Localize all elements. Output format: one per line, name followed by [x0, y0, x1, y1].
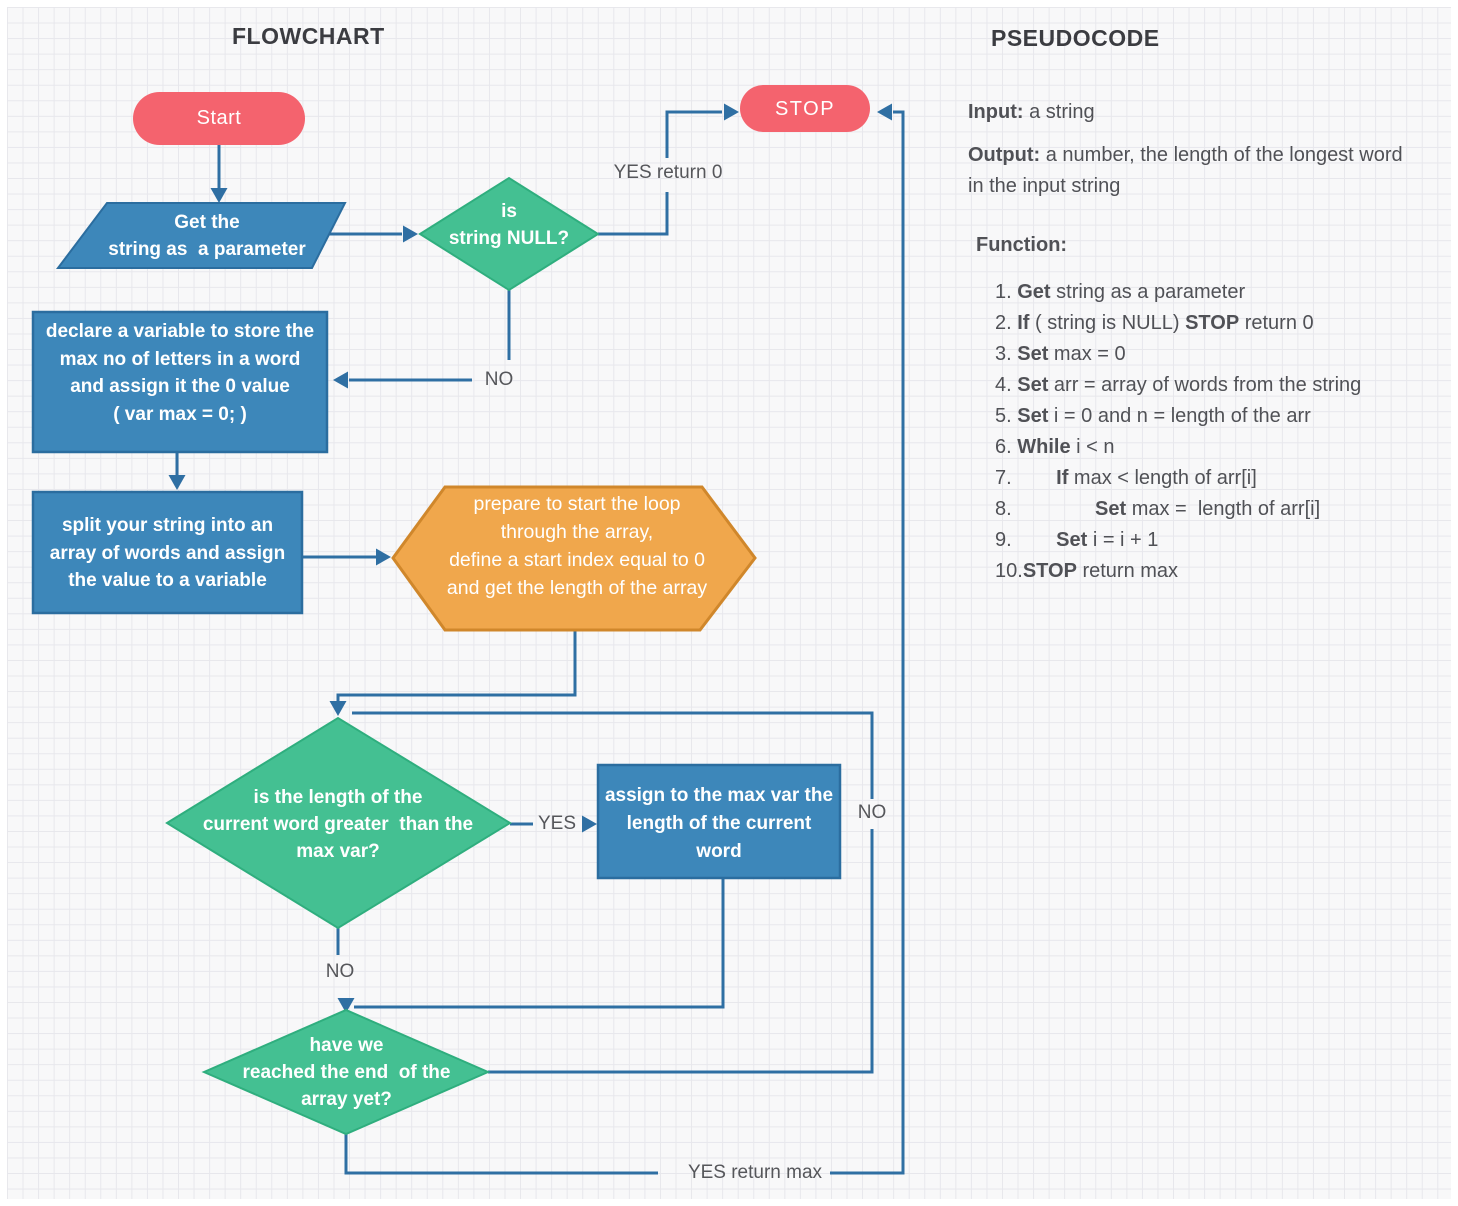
is-null-shape — [418, 176, 600, 292]
is-longer-shape — [165, 716, 512, 930]
pseudocode-step: 6. While i < n — [995, 436, 1115, 458]
nodes — [31, 85, 870, 1136]
output-label: Output: — [968, 144, 1041, 166]
edge-isnull-yes-to-stop — [598, 110, 722, 236]
start-node-shape — [133, 92, 305, 145]
pseudocode-step: 2. If ( string is NULL) STOP return 0 — [995, 312, 1314, 334]
flowchart-title: FLOWCHART — [232, 23, 385, 49]
connectors — [175, 110, 905, 1175]
assign-label: assign to the max var the length of the … — [604, 785, 834, 862]
pseudocode-step: 7. If max < length of arr[i] — [995, 467, 1257, 489]
assign-shape — [596, 763, 842, 880]
reached-end-label: have we reached the end of the array yet… — [242, 1035, 451, 1110]
pseudocode-step: 9. Set i = i + 1 — [995, 529, 1159, 551]
output-text: a number, the length of the longest word… — [968, 144, 1403, 197]
pseudocode-step: 8. Set max = length of arr[i] — [995, 498, 1321, 520]
split-label: split your string into an array of words… — [49, 515, 286, 591]
pseudocode-step: 5. Set i = 0 and n = length of the arr — [995, 405, 1311, 427]
get-string-label: Get the string as a parameter — [108, 212, 306, 260]
arrow-into-assign — [582, 815, 597, 833]
stop-node-shape — [740, 85, 870, 132]
label-yes-to-assign: YES — [537, 813, 577, 834]
pseudocode-function-label: Function: — [976, 234, 1068, 256]
input-text: a string — [1023, 101, 1095, 123]
split-shape — [31, 490, 304, 615]
edge-prepare-to-islonger — [336, 631, 577, 704]
label-yes-return-0: YES return 0 — [613, 162, 723, 183]
arrow-into-islonger — [329, 701, 347, 716]
pseudocode-steps: 1. Get string as a parameter 2. If ( stri… — [995, 277, 1420, 587]
is-null-label: is string NULL? — [448, 201, 570, 249]
pseudocode-step: 3. Set max = 0 — [995, 343, 1126, 365]
stop-node-label: STOP — [774, 98, 836, 120]
arrow-into-isnull — [403, 225, 418, 243]
pseudocode-input-line: Input: a string — [968, 97, 1420, 128]
prepare-label: prepare to start the loop through the ar… — [446, 493, 708, 599]
arrow-into-stop-right — [877, 103, 892, 121]
reached-end-shape — [201, 1008, 491, 1136]
pseudocode-step: 10.STOP return max — [995, 560, 1179, 582]
start-node-label: Start — [196, 107, 242, 129]
edge-loopback-no — [352, 711, 874, 1074]
arrow-into-split — [168, 475, 186, 490]
arrow-into-prepare — [376, 548, 391, 566]
prepare-shape — [391, 485, 757, 632]
get-string-shape — [55, 202, 347, 269]
label-yes-return-max: YES return max — [687, 1162, 823, 1183]
diagram-layer — [31, 85, 905, 1175]
pseudocode-title: PSEUDOCODE — [991, 25, 1160, 51]
edge-reachedend-yes-to-stop — [344, 110, 905, 1175]
label-no-loop: NO — [857, 802, 887, 823]
arrow-into-declare — [333, 371, 348, 389]
is-longer-label: is the length of the current word greate… — [202, 787, 474, 862]
arrow-into-get — [210, 188, 228, 203]
declare-label: declare a variable to store the max no o… — [45, 321, 315, 425]
edge-assign-and-no-to-reachedend — [336, 878, 725, 1009]
pseudocode-output-line: Output: a number, the length of the long… — [968, 140, 1420, 202]
label-no-down: NO — [325, 961, 355, 982]
label-no-to-declare: NO — [484, 369, 514, 390]
declare-shape — [31, 310, 329, 454]
pseudocode-step: 4. Set arr = array of words from the str… — [995, 374, 1362, 396]
input-label: Input: — [968, 101, 1024, 123]
arrowheads — [168, 103, 892, 1013]
edge-isnull-no-to-declare — [349, 290, 511, 382]
pseudocode-step: 1. Get string as a parameter — [995, 281, 1246, 303]
arrow-into-stop-left — [724, 103, 739, 121]
pseudocode-panel: Input: a string Output: a number, the le… — [968, 97, 1420, 587]
arrow-into-reachedend — [337, 998, 355, 1013]
